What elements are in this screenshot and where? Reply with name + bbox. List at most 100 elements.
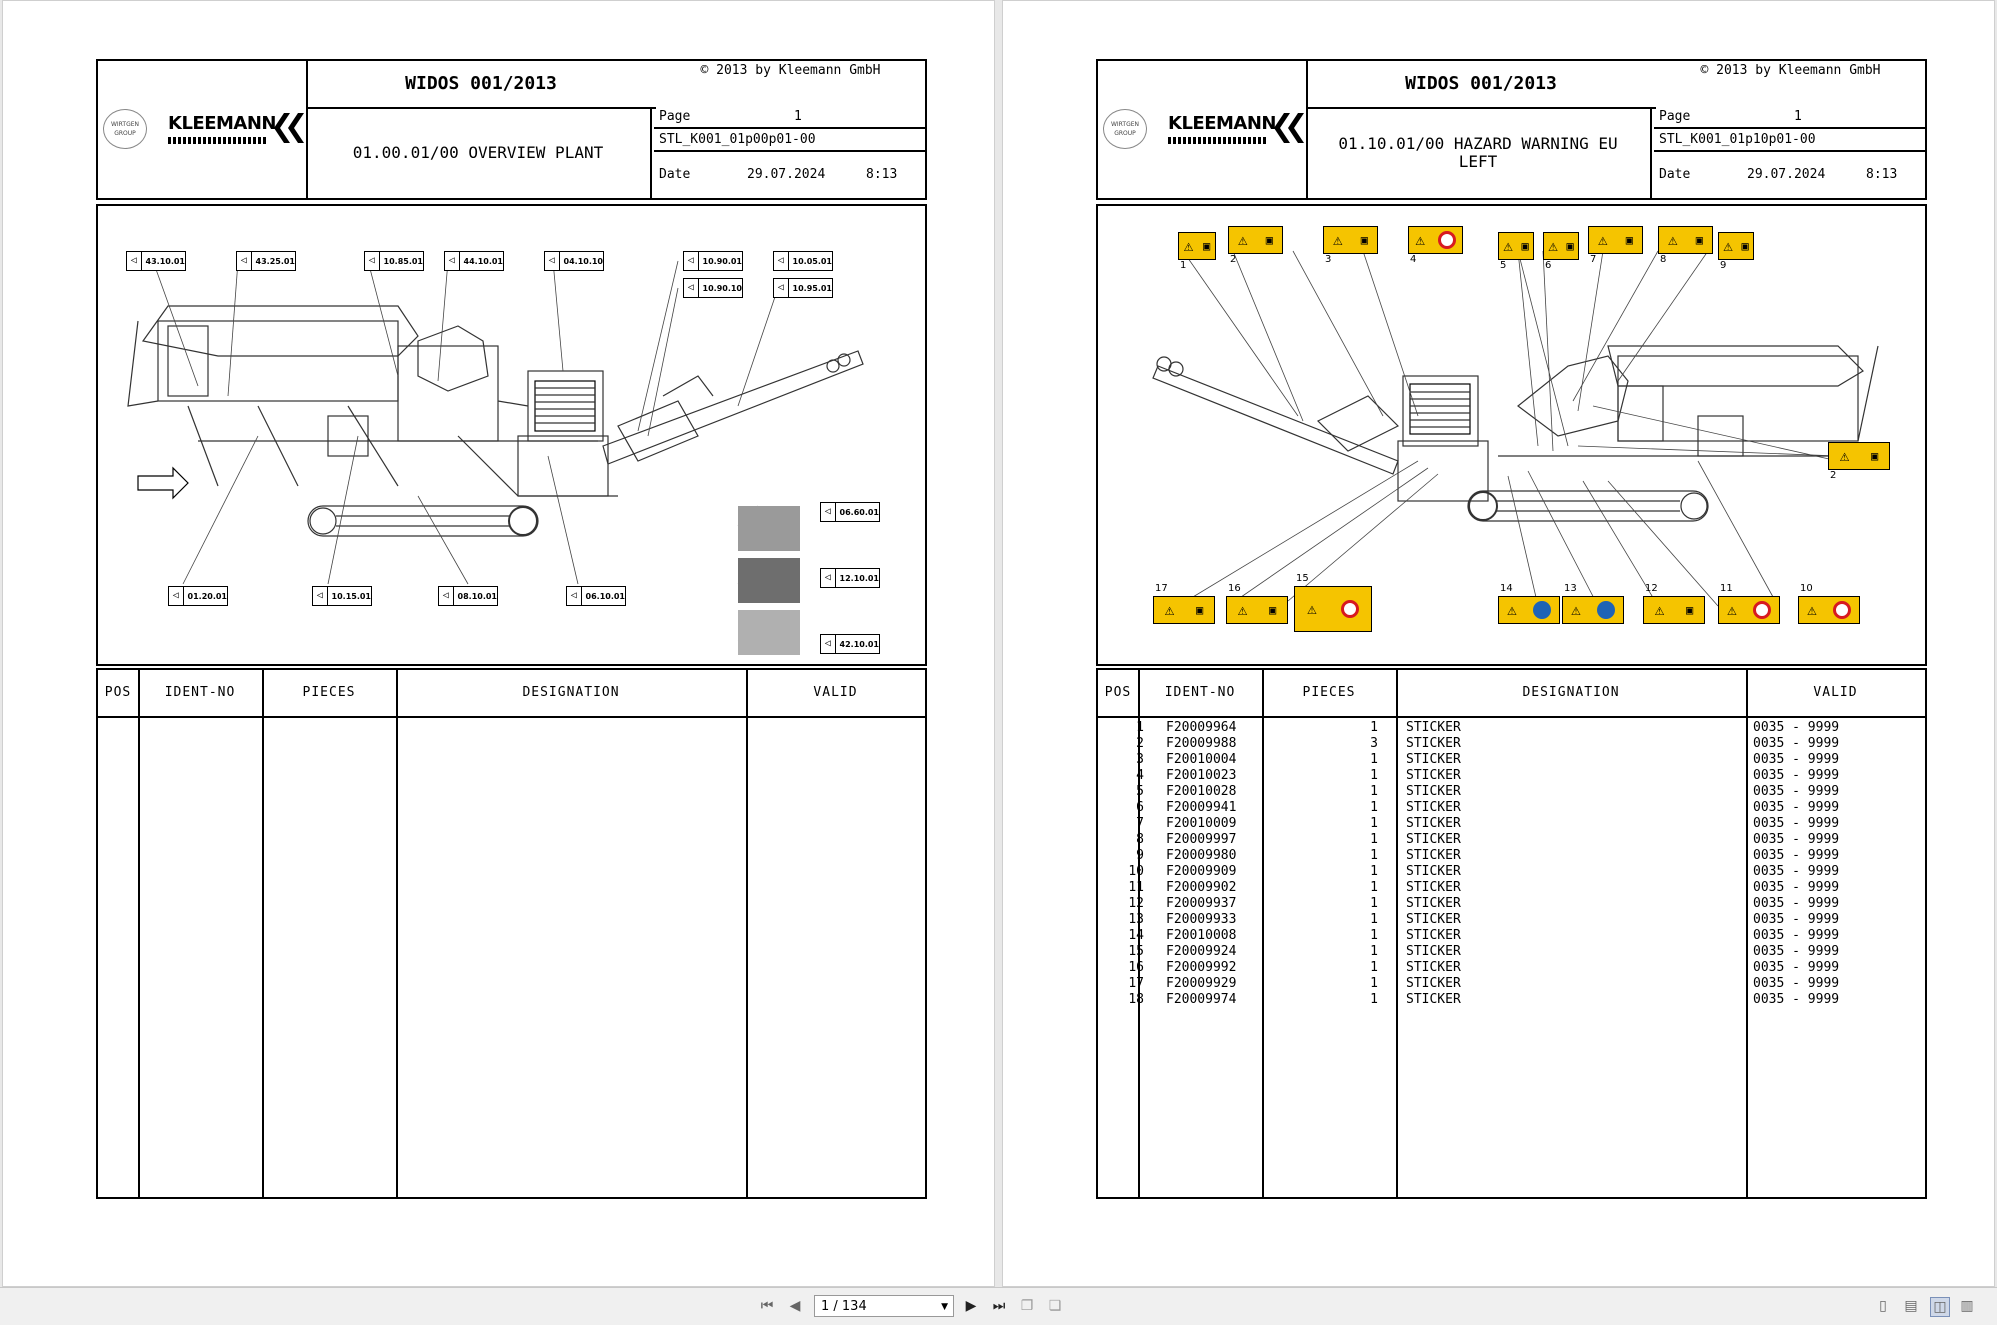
callout-reference[interactable]: ◁10.05.01 (773, 251, 833, 271)
cell-ident-no: F20010008 (1166, 928, 1237, 943)
duplicate-icon[interactable]: ❏ (1048, 1298, 1062, 1314)
sticker-number: 2 (1830, 470, 1837, 481)
single-page-view-icon[interactable]: ▯ (1879, 1298, 1887, 1314)
first-page-button[interactable]: ⏮ (760, 1298, 774, 1314)
triangle-icon: ◁ (774, 252, 789, 270)
warning-triangle-icon: ⚠ (1415, 230, 1425, 249)
callout-reference[interactable]: ◁12.10.01 (820, 568, 880, 588)
callout-reference[interactable]: ◁10.15.01 (312, 586, 372, 606)
cell-ident-no: F20009964 (1166, 720, 1237, 735)
callout-reference[interactable]: ◁10.85.01 (364, 251, 424, 271)
cell-pos: 5 (1136, 784, 1144, 799)
callout-reference[interactable]: ◁06.60.01 (820, 502, 880, 522)
callout-reference[interactable]: ◁06.10.01 (566, 586, 626, 606)
hazard-sticker[interactable]: ⚠ (1408, 226, 1463, 254)
wirtgen-group-logo: WIRTGEN GROUP (1103, 109, 1147, 149)
page-label: Page (1659, 109, 1691, 124)
callout-reference[interactable]: ◁43.25.01 (236, 251, 296, 271)
sticker-number: 13 (1564, 583, 1577, 594)
hazard-sticker[interactable]: ⚠▣ (1153, 596, 1215, 624)
hazard-sticker[interactable]: ⚠ (1294, 586, 1372, 632)
kleemann-logo: KLEEMANN (1168, 113, 1276, 134)
triangle-icon: ◁ (127, 252, 142, 270)
callout-reference[interactable]: ◁10.95.01 (773, 278, 833, 298)
callout-reference[interactable]: ◁10.90.10 (683, 278, 743, 298)
callout-reference[interactable]: ◁10.90.01 (683, 251, 743, 271)
document-title: WIDOS 001/2013 (306, 61, 656, 109)
next-page-button[interactable]: ▶ (965, 1298, 977, 1314)
pictogram-icon: ▣ (1521, 239, 1529, 253)
hazard-sticker[interactable]: ⚠▣ (1658, 226, 1713, 254)
two-page-view-icon[interactable]: ◫ (1930, 1297, 1950, 1317)
callout-reference[interactable]: ◁01.20.01 (168, 586, 228, 606)
cell-pieces: 1 (1370, 944, 1378, 959)
callout-reference[interactable]: ◁43.10.01 (126, 251, 186, 271)
hazard-sticker[interactable]: ⚠▣ (1543, 232, 1579, 260)
hazard-sticker[interactable]: ⚠▣ (1498, 232, 1534, 260)
triangle-icon: ◁ (821, 569, 836, 587)
callout-label: 10.85.01 (383, 256, 423, 266)
triangle-icon: ◁ (774, 279, 789, 297)
warning-triangle-icon: ⚠ (1238, 230, 1248, 249)
date-label: Date (659, 167, 691, 182)
cell-ident-no: F20009974 (1166, 992, 1237, 1007)
page-number-select[interactable]: 1 / 134 ▼ (814, 1295, 954, 1317)
triangle-icon: ◁ (169, 587, 184, 605)
continuous-view-icon[interactable]: ▤ (1904, 1298, 1918, 1314)
hazard-sticker[interactable]: ⚠▣ (1588, 226, 1643, 254)
triangle-icon: ◁ (445, 252, 460, 270)
triangle-icon: ◁ (237, 252, 252, 270)
callout-reference[interactable]: ◁44.10.01 (444, 251, 504, 271)
hazard-sticker[interactable]: ⚠▣ (1718, 232, 1754, 260)
remote-control-photo (738, 506, 800, 551)
copy-icon[interactable]: ❐ (1020, 1298, 1034, 1314)
triangle-icon: ◁ (821, 503, 836, 521)
logo-block: WIRTGEN GROUP KLEEMANN (1098, 61, 1308, 198)
hazard-sticker[interactable]: ⚠ (1718, 596, 1780, 624)
warning-triangle-icon: ⚠ (1237, 600, 1248, 619)
previous-page-button[interactable]: ◀ (789, 1298, 801, 1314)
col-designation: DESIGNATION (522, 685, 620, 700)
callout-reference[interactable]: ◁42.10.01 (820, 634, 880, 654)
plant-illustration (127, 260, 864, 655)
callout-reference[interactable]: ◁04.10.10 (544, 251, 604, 271)
last-page-button[interactable]: ⏭ (992, 1298, 1006, 1314)
callout-label: 42.10.01 (839, 639, 879, 649)
cell-valid: 0035 - 9999 (1753, 960, 1840, 975)
hazard-sticker[interactable]: ⚠ (1798, 596, 1860, 624)
hazard-sticker[interactable]: ⚠▣ (1178, 232, 1216, 260)
hazard-sticker[interactable]: ⚠▣ (1228, 226, 1283, 254)
cell-pos: 11 (1128, 880, 1144, 895)
hazard-sticker[interactable]: ⚠▣ (1323, 226, 1378, 254)
cell-pieces: 1 (1370, 800, 1378, 815)
two-page-continuous-view-icon[interactable]: ▥ (1960, 1298, 1974, 1314)
callout-reference[interactable]: ◁08.10.01 (438, 586, 498, 606)
hazard-sticker[interactable]: ⚠▣ (1828, 442, 1890, 470)
hazard-sticker[interactable]: ⚠ (1498, 596, 1560, 624)
plant-illustration-mirrored (1152, 250, 1879, 607)
col-ident-no: IDENT-NO (1164, 685, 1236, 700)
hazard-sticker[interactable]: ⚠▣ (1643, 596, 1705, 624)
hazard-sticker[interactable]: ⚠ (1562, 596, 1624, 624)
hazard-sticker[interactable]: ⚠▣ (1226, 596, 1288, 624)
kleemann-chevron-icon (1274, 113, 1304, 143)
cell-designation: STICKER (1406, 736, 1461, 751)
